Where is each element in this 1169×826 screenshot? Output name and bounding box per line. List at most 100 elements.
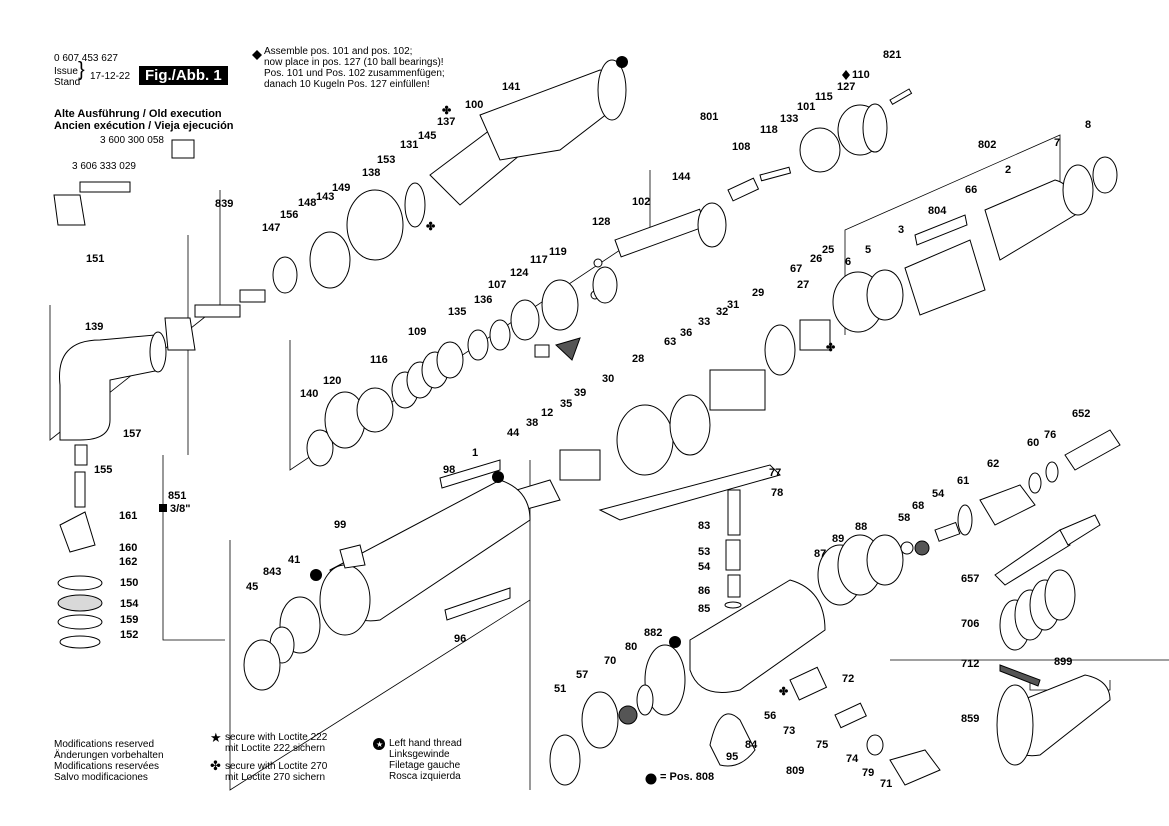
- position-label: 57: [576, 669, 588, 681]
- position-label: 141: [502, 81, 520, 93]
- motor-assembly: [499, 156, 1118, 516]
- footer-modifications-1: Modifications reserved: [54, 739, 155, 750]
- ring-128: [592, 266, 618, 304]
- label-99: [339, 544, 366, 569]
- assembly-note-2: now place in pos. 127 (10 ball bearings)…: [264, 57, 444, 68]
- stand-label: Stand: [54, 77, 81, 88]
- ball-57: [618, 705, 638, 725]
- position-label: 148: [298, 197, 316, 209]
- position-label: 153: [377, 154, 395, 166]
- screwdriver-657: [994, 529, 1071, 586]
- position-label: 101: [797, 101, 815, 113]
- label-3-8: 3/8": [170, 503, 191, 515]
- position-label: 118: [760, 124, 778, 136]
- ring-61: [957, 504, 973, 536]
- pin-118: [759, 166, 792, 182]
- bearing-148: [309, 231, 351, 289]
- position-label: 39: [574, 387, 586, 399]
- position-label: 137: [437, 116, 455, 128]
- position-label: 89: [832, 533, 844, 545]
- nut-138: [346, 189, 404, 261]
- valve-housing-882: [689, 579, 826, 693]
- ring-116: [356, 387, 394, 433]
- position-label: 76: [1044, 429, 1056, 441]
- footer-modifications-2: Änderungen vorbehalten: [54, 750, 164, 761]
- old-part-number-1: 3 600 300 058: [100, 135, 164, 146]
- footer-loctite-222-1: secure with Loctite 222: [225, 732, 328, 743]
- angle-head-assembly: [53, 139, 266, 649]
- footer-left-hand-1: Left hand thread: [389, 738, 462, 749]
- position-label: 144: [672, 171, 691, 183]
- end-plate-5: [866, 269, 904, 321]
- left-hand-thread-icon: [616, 56, 628, 68]
- assembly-note-3: Pos. 101 und Pos. 102 zusammenfügen;: [264, 68, 445, 79]
- rotor-3: [904, 239, 986, 316]
- position-label: 73: [783, 725, 795, 737]
- footer-loctite-270-1: secure with Loctite 270: [225, 761, 328, 772]
- position-label: 98: [443, 464, 455, 476]
- position-label: 3: [898, 224, 904, 236]
- ring-159: [57, 614, 103, 630]
- position-label: 131: [400, 139, 418, 151]
- position-label: 149: [332, 182, 350, 194]
- position-label: 28: [632, 353, 644, 365]
- position-label: 75: [816, 739, 828, 751]
- position-label: 54: [932, 488, 945, 500]
- position-label: 95: [726, 751, 738, 763]
- footer-loctite-270-2: mit Loctite 270 sichern: [225, 772, 326, 783]
- diagram-symbols: ✤ ✤ ✤ ✤: [159, 56, 850, 698]
- old-exec-line-2: Ancien exécution / Vieja ejecución: [54, 120, 234, 132]
- position-label: 159: [120, 614, 138, 626]
- ring-58: [900, 541, 914, 555]
- position-label: 6: [845, 256, 851, 268]
- position-label: 109: [408, 326, 426, 338]
- position-label: 145: [418, 130, 436, 142]
- box-icon-1: [534, 344, 550, 358]
- position-label: 140: [300, 388, 318, 400]
- old-exec-line-1: Alte Ausführung / Old execution: [54, 108, 222, 120]
- position-label: 25: [822, 244, 834, 256]
- position-label: 899: [1054, 656, 1072, 668]
- position-label: 116: [370, 354, 388, 366]
- position-label: 135: [448, 306, 466, 318]
- diamond-icon: [252, 47, 262, 65]
- club-icon: ✤: [426, 221, 435, 233]
- club-icon: ✤: [826, 342, 835, 354]
- plate-51: [581, 691, 619, 749]
- position-label: 712: [961, 658, 979, 670]
- housing-assembly: [243, 459, 531, 691]
- ball-68: [914, 540, 930, 556]
- fitting-62: [979, 484, 1036, 526]
- position-label: 143: [316, 191, 334, 203]
- position-label: 154: [120, 598, 139, 610]
- position-label: 138: [362, 167, 380, 179]
- position-label: 54: [698, 561, 711, 573]
- ring-140: [306, 429, 334, 467]
- position-label: 802: [978, 139, 996, 151]
- issue-date: 17-12-22: [90, 71, 131, 82]
- figure-label: Fig./Abb. 1: [139, 66, 228, 85]
- position-label: 127: [837, 81, 855, 93]
- position-label: 160: [119, 542, 137, 554]
- position-label: 7: [1054, 137, 1060, 149]
- position-label: 44: [507, 427, 520, 439]
- position-label: 150: [120, 577, 138, 589]
- shaft-102: [614, 208, 707, 258]
- pin-83: [727, 489, 741, 536]
- position-label: 107: [488, 279, 506, 291]
- planet-29: [709, 369, 766, 411]
- ring-821-side: [862, 103, 888, 153]
- label-851: 851: [168, 490, 187, 502]
- club-icon: ✤: [442, 105, 451, 117]
- ring-144: [697, 202, 727, 248]
- position-label: 139: [85, 321, 103, 333]
- position-label: 72: [842, 673, 854, 685]
- position-label: 32: [716, 306, 728, 318]
- set-screw: [74, 444, 88, 466]
- club-icon: ✤: [779, 686, 788, 698]
- position-label: 33: [698, 316, 710, 328]
- position-labels: 8211101271151011331181088011441021281191…: [85, 49, 1091, 790]
- position-label: 80: [625, 641, 637, 653]
- ring-80: [644, 644, 686, 716]
- left-hand-thread-icon: [310, 569, 322, 581]
